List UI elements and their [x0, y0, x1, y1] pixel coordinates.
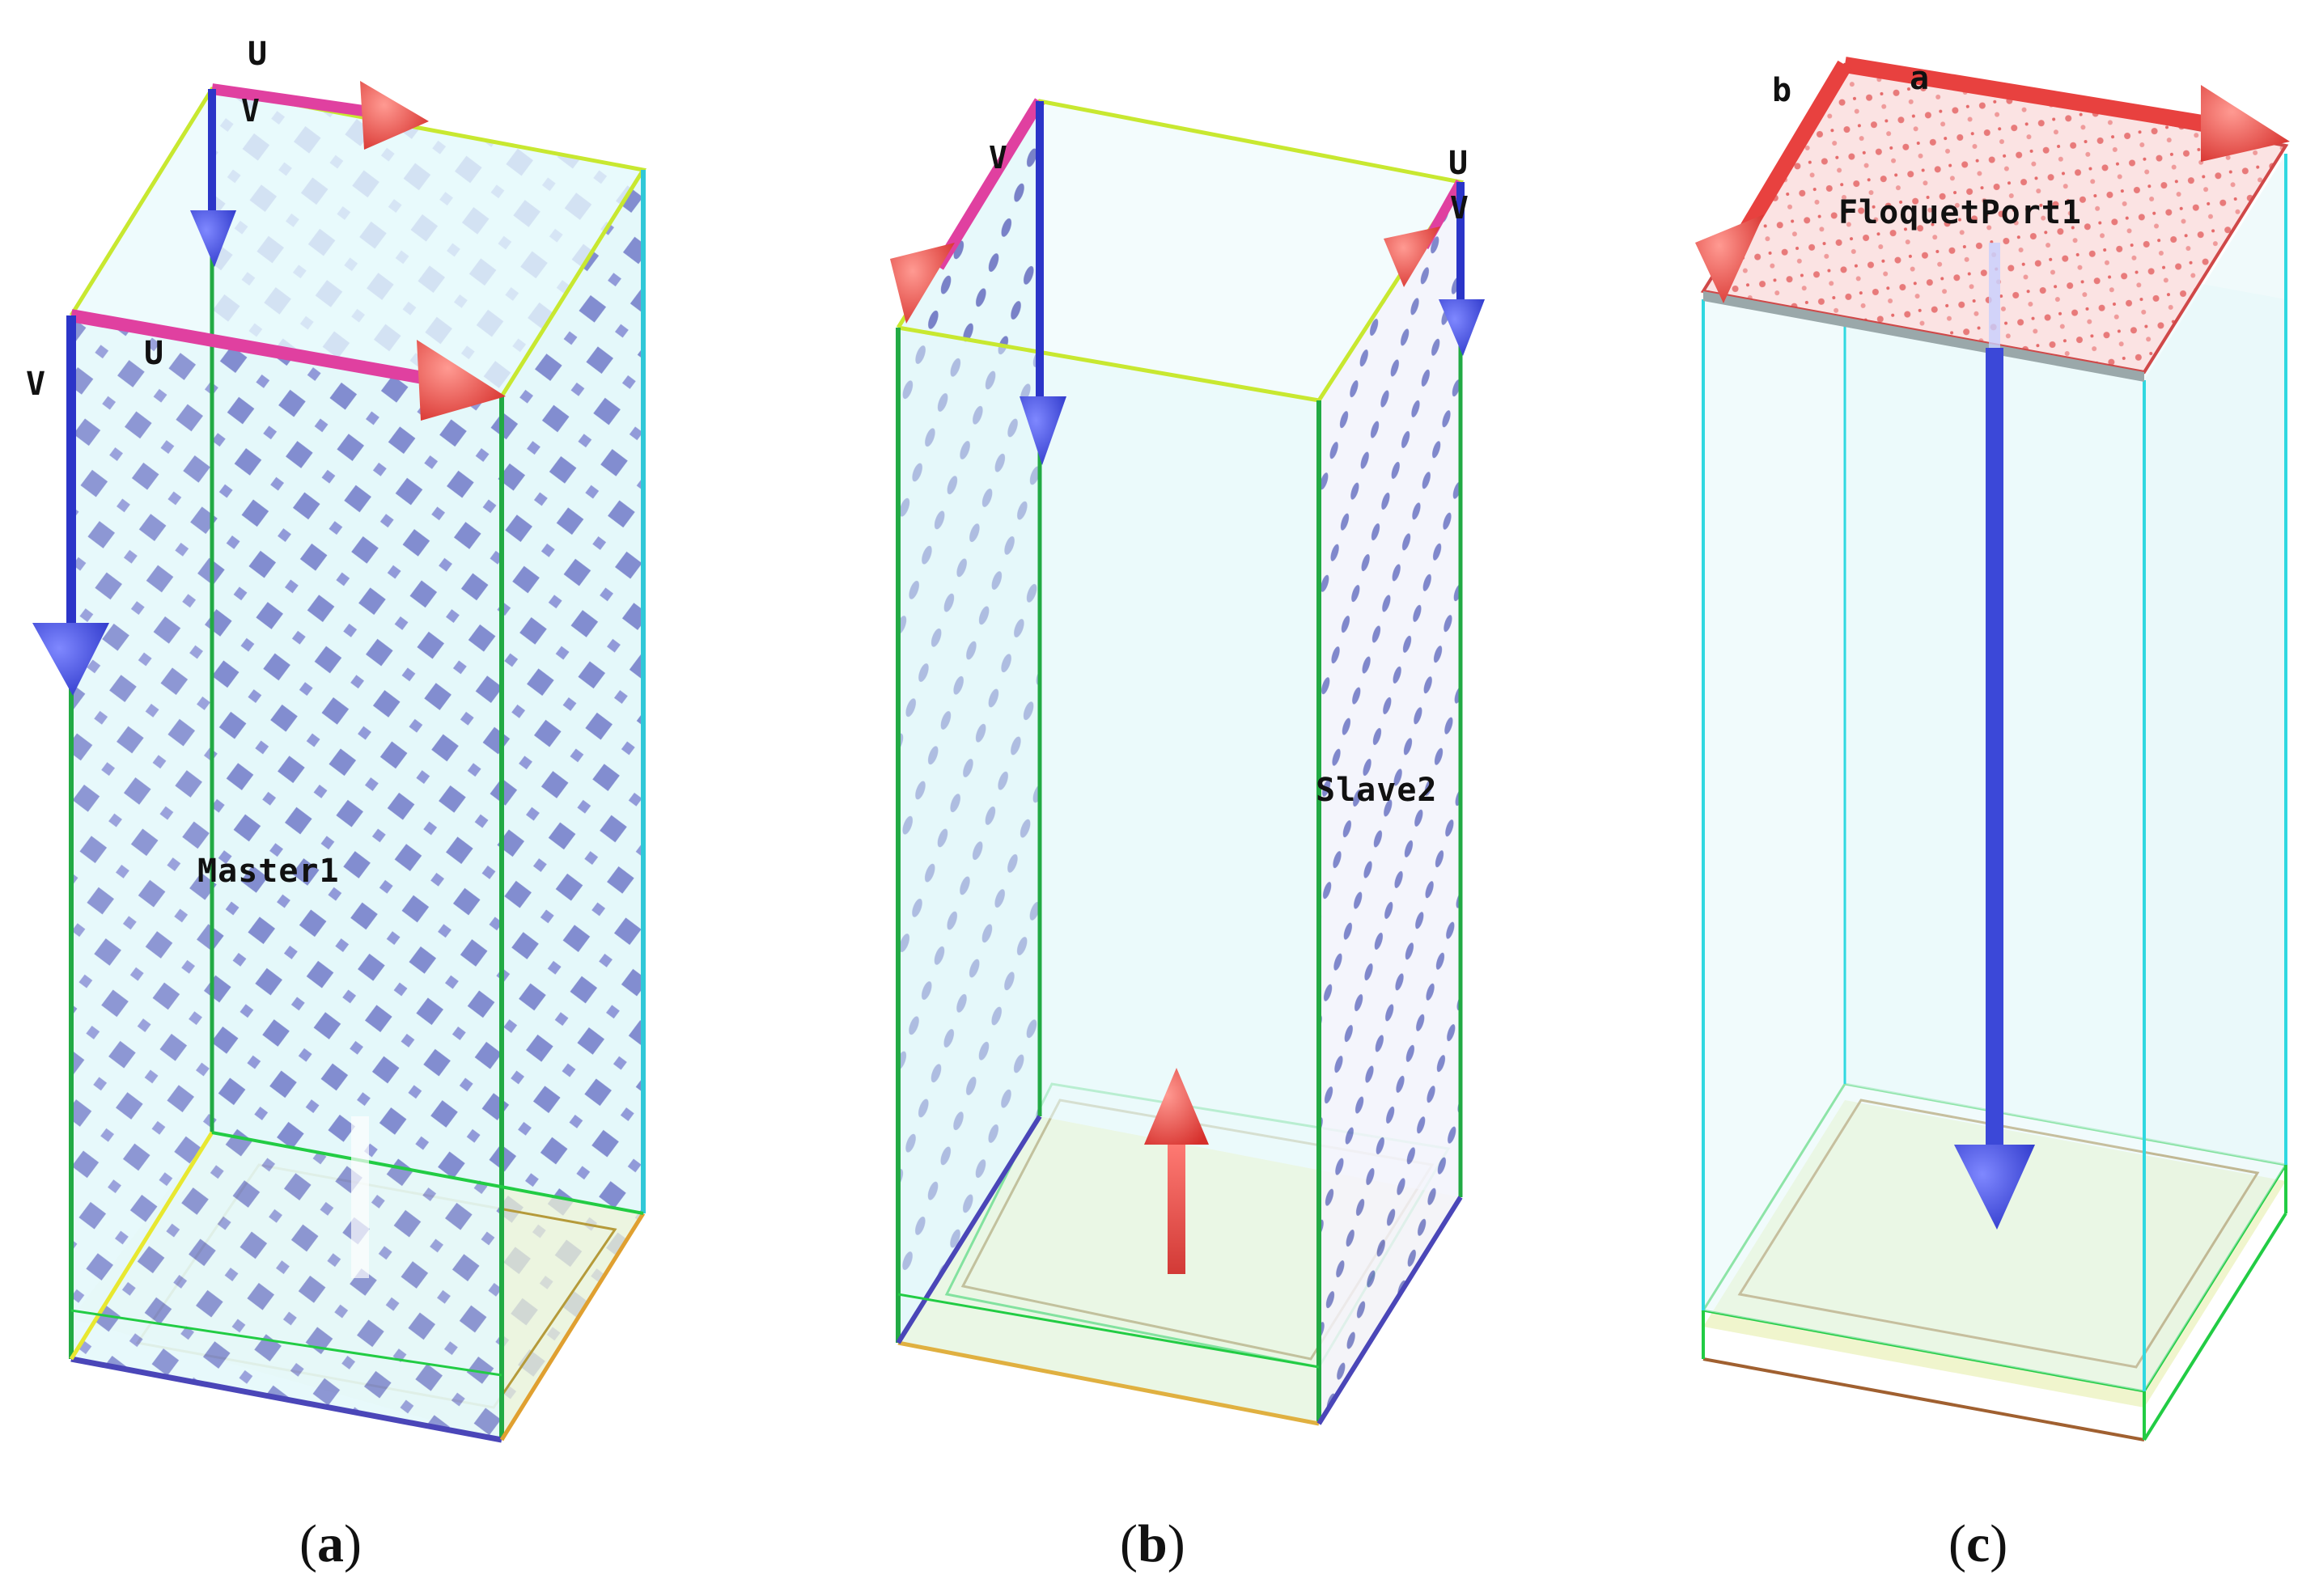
panel-a-master-boundary: U V U V Master1 — [26, 36, 647, 1443]
panel-c-b-label: b — [1772, 72, 1792, 109]
panel-b-up-arrow-head — [1144, 1068, 1209, 1145]
panel-b-left-arrow-label: V — [989, 140, 1007, 176]
panel-b-bottom-front-edge — [897, 1340, 1320, 1426]
caption-b: (b) — [1120, 1514, 1185, 1573]
panel-b-right-u-arrow-head — [1384, 226, 1440, 287]
panel-a-front-u-label: U — [144, 335, 164, 372]
panel-a-front-u-arrow-head — [417, 340, 506, 421]
panel-a-bottom-back-edge — [211, 1131, 644, 1215]
panel-c-a-label: a — [1910, 60, 1930, 97]
panel-c-down-arrow-shaft — [1986, 348, 2003, 1149]
panel-b-right-v-label: V — [1450, 190, 1469, 226]
panel-b-right-v-arrow-head — [1439, 299, 1485, 356]
panel-b-bottom-left-edge — [896, 1115, 1042, 1344]
panel-b-right-face — [1319, 182, 1461, 1424]
panel-a-top-v-label: V — [241, 93, 260, 129]
panel-b-left-u-arrow-head — [890, 243, 955, 324]
panel-b-left-u-arrow-shaft — [934, 98, 1045, 270]
panel-c-b-arrow-shaft — [1736, 60, 1852, 239]
panel-a-top-u-arrow-head — [360, 81, 429, 150]
panel-c-front-face — [1703, 299, 2144, 1391]
panel-c-b-arrow-head — [1695, 214, 1764, 303]
caption-a: (a) — [299, 1514, 362, 1573]
panel-a-front-v-label: V — [26, 366, 46, 403]
panel-b-bottom-right-edge — [1316, 1196, 1463, 1425]
caption-c: (c) — [1948, 1514, 2007, 1573]
panel-a-bottom-right-edge — [499, 1212, 646, 1441]
panel-c-port-label: FloquetPort1 — [1838, 194, 2082, 231]
caption-c-letter: c — [1966, 1514, 1990, 1573]
panel-c-down-arrow-head — [1954, 1145, 2035, 1230]
panel-c-floquet-port: b a FloquetPort1 — [1695, 57, 2290, 1441]
caption-a-letter: a — [317, 1514, 344, 1573]
panel-c-bottom-front-edge — [1702, 1357, 2145, 1441]
panel-a-front-u-arrow-shaft — [70, 309, 439, 387]
panel-c-right-face — [2144, 154, 2286, 1391]
panel-b-left-v-arrow-head — [1020, 396, 1066, 465]
panel-c-bottom-right-edge — [2143, 1212, 2287, 1441]
panel-a-floor-line — [70, 1309, 502, 1377]
panel-c-a-arrow-shaft — [1843, 57, 2219, 133]
panel-b-face-label: Slave2 — [1316, 772, 1438, 809]
panel-a-right-face — [502, 170, 643, 1440]
panel-a-bottom-left-edge — [69, 1131, 214, 1361]
panel-a-front-face — [71, 315, 502, 1440]
panel-a-bottom-front-edge — [70, 1356, 502, 1443]
panel-a-front-v-arrow-head — [32, 623, 109, 696]
panel-a-face-label: Master1 — [197, 853, 340, 890]
panel-a-top-u-arrow-shaft — [211, 83, 381, 119]
panel-a-top-v-arrow-head — [190, 210, 236, 267]
panel-b-floor-line — [897, 1293, 1320, 1369]
panel-c-a-arrow-head — [2201, 85, 2290, 162]
panel-b-front-face — [898, 328, 1319, 1424]
panel-a-top-u-label: U — [248, 36, 268, 73]
panel-b-up-arrow-shaft — [1168, 1141, 1185, 1274]
panel-b-right-u-label: U — [1448, 145, 1469, 182]
panel-c-port-thickness — [1703, 291, 2144, 382]
panel-b-slave-boundary: V U V Slave2 — [890, 98, 1485, 1426]
caption-b-letter: b — [1138, 1514, 1168, 1573]
